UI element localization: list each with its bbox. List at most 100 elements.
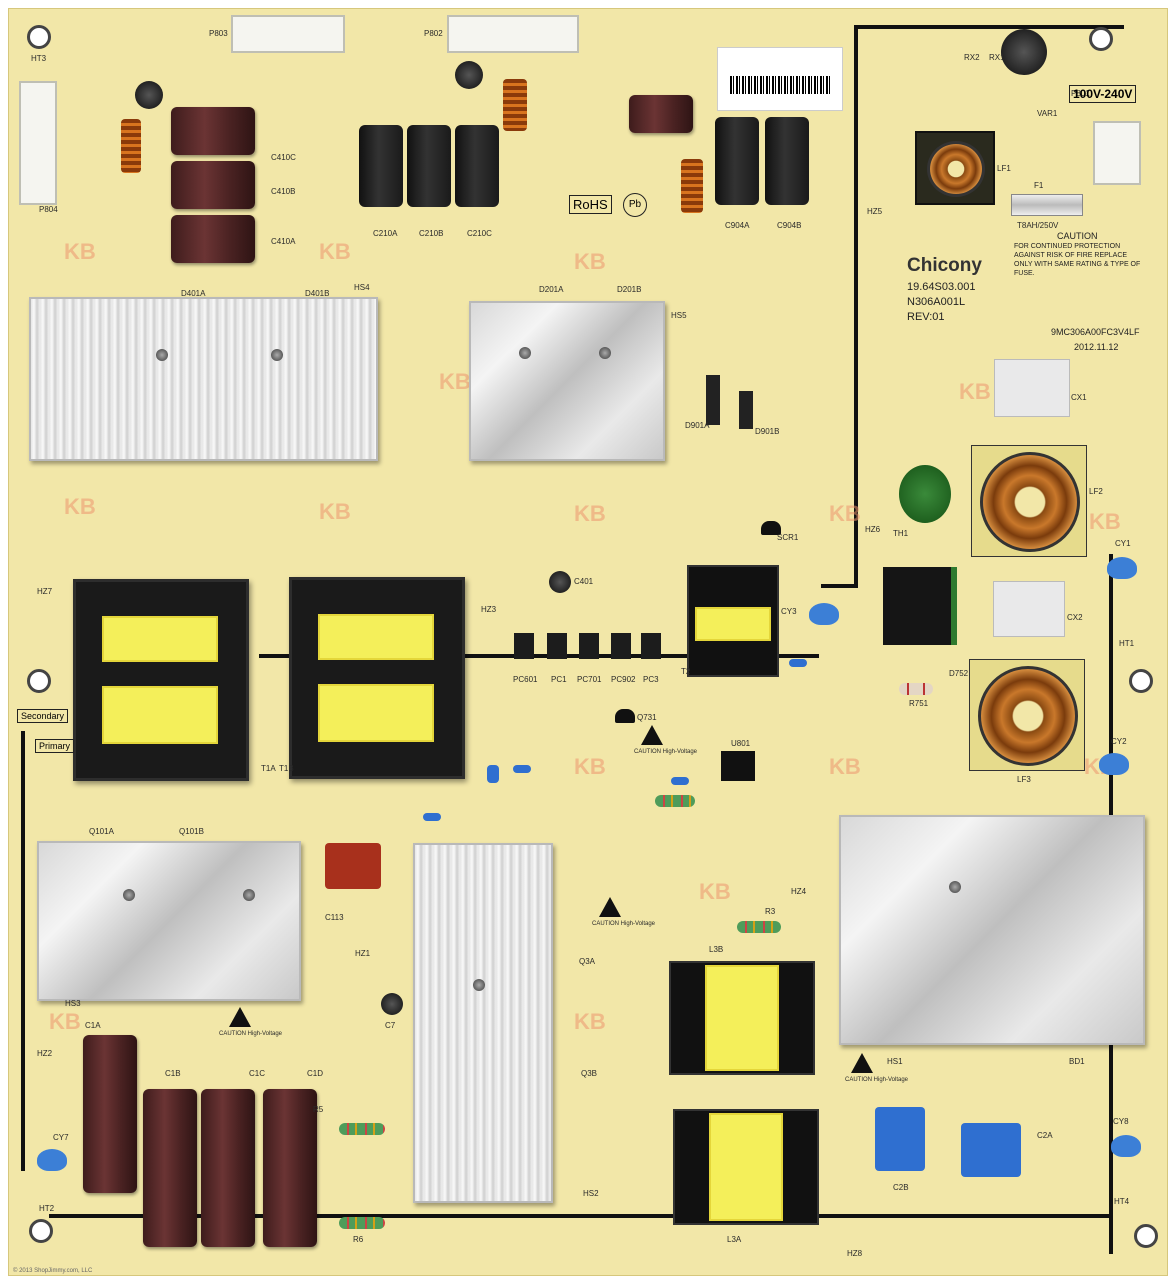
ref-c1b: C1B: [165, 1069, 181, 1078]
capacitor-c7: [381, 993, 403, 1015]
revision: REV:01: [907, 311, 945, 323]
capacitor-c410a: [171, 215, 255, 263]
transformer-tape: [695, 607, 771, 641]
screw: [519, 347, 531, 359]
heatsink-hs4: [29, 297, 378, 461]
capacitor-c1d: [263, 1089, 317, 1247]
screw: [243, 889, 255, 901]
x-capacitor-cx1: [994, 359, 1070, 417]
kb-watermark: KB: [574, 501, 606, 526]
capacitor-c2b: [875, 1107, 925, 1171]
ref-q101b: Q101B: [179, 827, 204, 836]
ref-c1a: C1A: [85, 1021, 101, 1030]
screw: [473, 979, 485, 991]
diode-d901b: [739, 391, 753, 429]
inductor-tape: [709, 1113, 783, 1221]
rohs-label: RoHS: [569, 195, 612, 214]
ref-c2b: C2B: [893, 1183, 909, 1192]
kb-watermark: KB: [829, 754, 861, 779]
ref-c1d: C1D: [307, 1069, 324, 1078]
optocoupler-pc3: [641, 633, 661, 659]
transformer-tape: [102, 686, 218, 744]
ref-c410a: C410A: [271, 237, 296, 246]
isolation-trace: [21, 731, 25, 1171]
bridge-d752: [883, 567, 957, 645]
pcb-board: HT3 HT1 HT2 HT4 KB KB KB KB KB KB KB KB …: [8, 8, 1168, 1276]
ref-p802: P802: [424, 29, 443, 38]
ref-c401: C401: [574, 577, 594, 586]
transformer-tape: [318, 614, 434, 660]
ref-hz5: HZ5: [867, 207, 883, 216]
ref-hs5: HS5: [671, 311, 687, 320]
ref-d401b: D401B: [305, 289, 330, 298]
lf2-coil: [980, 452, 1080, 552]
fuse-rating: T8AH/250V: [1017, 221, 1059, 230]
capacitor-small: [135, 81, 163, 109]
capacitor-small: [789, 659, 807, 667]
capacitor-c401: [549, 571, 571, 593]
hv-caution: CAUTION High-Voltage: [845, 1077, 909, 1083]
kb-watermark: KB: [319, 499, 351, 524]
connector-p801: [1093, 121, 1141, 185]
ref-lf2: LF2: [1089, 487, 1103, 496]
high-voltage-warning-icon: [599, 897, 621, 917]
part-number: 19.64S03.001: [907, 281, 976, 293]
ref-hz2: HZ2: [37, 1049, 53, 1058]
capacitor: [629, 95, 693, 133]
heatsink-hs2: [413, 843, 553, 1203]
high-voltage-warning-icon: [851, 1053, 873, 1073]
ref-r3: R3: [765, 907, 776, 916]
y-capacitor-cy1: [1107, 557, 1137, 579]
mounting-hole-ht4: [1134, 1224, 1158, 1248]
isolation-trace: [854, 25, 1124, 29]
kb-watermark: KB: [439, 369, 471, 394]
hv-caution: CAUTION High-Voltage: [219, 1031, 283, 1037]
high-voltage-warning-icon: [641, 725, 663, 745]
ref-c410b: C410B: [271, 187, 296, 196]
ref-ht1: HT1: [1119, 639, 1135, 648]
ref-c210a: C210A: [373, 229, 398, 238]
copyright: © 2013 ShopJimmy.com, LLC: [13, 1268, 93, 1274]
ref-th1: TH1: [893, 529, 909, 538]
y-capacitor-cy2: [1099, 753, 1129, 775]
ref-c904b: C904B: [777, 221, 802, 230]
optocoupler-pc902: [611, 633, 631, 659]
kb-watermark: KB: [829, 501, 861, 526]
capacitor-c2a: [961, 1123, 1021, 1177]
y-capacitor-cy7: [37, 1149, 67, 1171]
capacitor-small: [671, 777, 689, 785]
resistor-r751: [899, 683, 933, 695]
kb-watermark: KB: [319, 239, 351, 264]
transformer-t2: [687, 565, 779, 677]
ref-hz8: HZ8: [847, 1249, 863, 1258]
capacitor-small: [423, 813, 441, 821]
primary-label: Primary: [35, 739, 74, 753]
ref-d201b: D201B: [617, 285, 642, 294]
resistor-r3: [737, 921, 781, 933]
mounting-hole-ht2: [29, 1219, 53, 1243]
ref-q3b: Q3B: [581, 1069, 598, 1078]
heatsink-hs3: [37, 841, 301, 1001]
optocoupler-pc701: [579, 633, 599, 659]
lf3-coil: [978, 666, 1078, 766]
ref-c210b: C210B: [419, 229, 444, 238]
transformer-tape: [318, 684, 434, 742]
ref-d901a: D901A: [685, 421, 710, 430]
capacitor-c210b: [407, 125, 451, 207]
ref-r751: R751: [909, 699, 929, 708]
barcode-sticker: [717, 47, 843, 111]
capacitor-c210c: [455, 125, 499, 207]
caution-text: FOR CONTINUED PROTECTION AGAINST RISK OF…: [1014, 243, 1141, 277]
ref-pc1: PC1: [551, 675, 567, 684]
ref-c113: C113: [325, 913, 344, 922]
ref-d401a: D401A: [181, 289, 206, 298]
ic-u801: [721, 751, 755, 781]
barcode: [730, 76, 830, 94]
kb-watermark: KB: [64, 239, 96, 264]
ref-pc601: PC601: [513, 675, 538, 684]
ref-pc902: PC902: [611, 675, 636, 684]
ref-hz6: HZ6: [865, 525, 881, 534]
isolation-trace: [821, 584, 858, 588]
ref-l3a: L3A: [727, 1235, 742, 1244]
ref-c1c: C1C: [249, 1069, 266, 1078]
